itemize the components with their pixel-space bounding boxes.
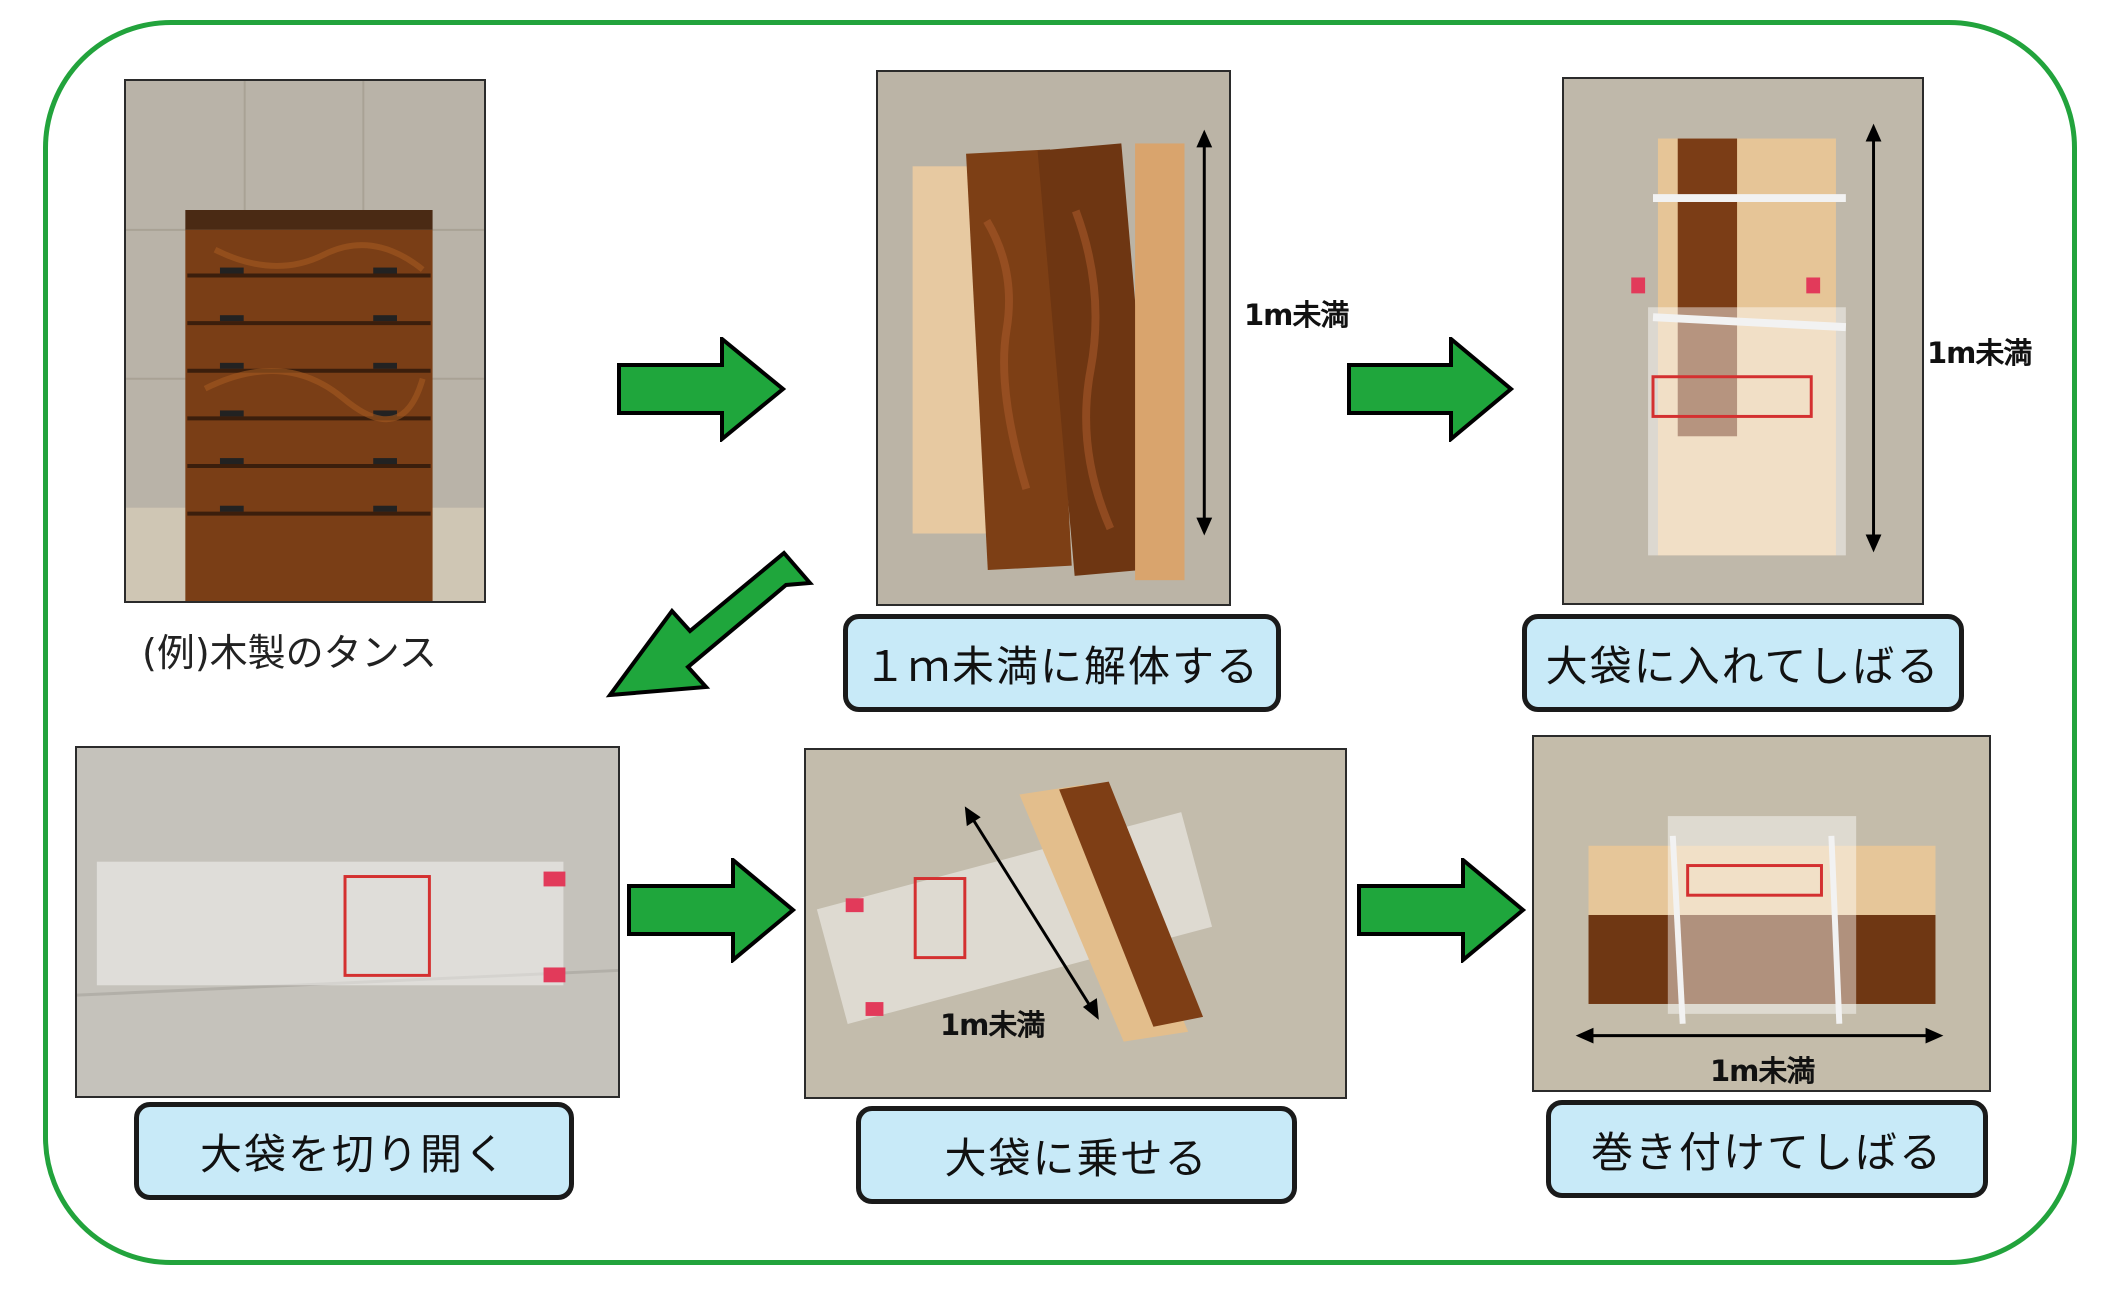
green-rounded-frame — [43, 20, 2077, 1265]
dimension-label: 1m未満 — [1927, 336, 2032, 370]
right-arrow-icon — [1347, 337, 1515, 442]
down-left-arrow-icon — [600, 545, 820, 715]
right-arrow-icon — [1357, 858, 1527, 963]
step-label-dismantle: １ｍ未満に解体する — [843, 614, 1281, 712]
photo-dismantled-panels — [876, 70, 1231, 606]
photo-cut-open-bag — [75, 746, 620, 1098]
step-label-bag-and-tie: 大袋に入れてしばる — [1522, 614, 1964, 712]
photo-placed-on-bag — [804, 748, 1347, 1099]
dimension-label: 1m未満 — [1710, 1054, 1815, 1088]
step-label-wrap-and-tie: 巻き付けてしばる — [1546, 1100, 1988, 1198]
photo-wooden-chest — [124, 79, 486, 603]
photo-bagged-tied — [1562, 77, 1924, 605]
dimension-label: 1m未満 — [940, 1008, 1045, 1042]
photo-wrapped-tied — [1532, 735, 1991, 1092]
dimension-label: 1m未満 — [1244, 298, 1349, 332]
step-label-place-on-bag: 大袋に乗せる — [856, 1106, 1297, 1204]
right-arrow-icon — [617, 337, 787, 442]
example-caption: (例)木製のタンス — [142, 631, 437, 675]
step-label-cut-open: 大袋を切り開く — [134, 1102, 574, 1200]
right-arrow-icon — [627, 858, 797, 963]
